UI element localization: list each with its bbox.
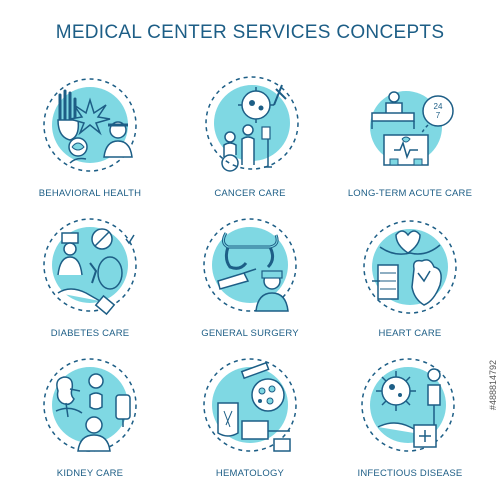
heart-care-icon (363, 220, 457, 314)
concept-label: INFECTIOUS DISEASE (357, 468, 463, 479)
stock-id: #488814792 (488, 360, 498, 411)
long-term-acute-care-icon: 24 7 (370, 91, 454, 166)
concept-card-general-surgery: GENERAL SURGERY (170, 215, 330, 355)
concept-label: KIDNEY CARE (56, 468, 124, 479)
cancer-care-icon (205, 76, 299, 172)
concept-label: GENERAL SURGERY (201, 328, 299, 339)
concept-label: HEMATOLOGY (215, 468, 285, 479)
kidney-care-icon (43, 358, 137, 452)
concept-label: CANCER CARE (214, 188, 286, 199)
concept-card-diabetes-care: DIABETES CARE (10, 215, 170, 355)
concept-card-long-term-acute-care: 24 7 LONG-TERM ACUTE CARE (330, 75, 490, 215)
concept-label: LONG-TERM ACUTE CARE (347, 188, 473, 199)
hematology-icon (203, 358, 297, 452)
concept-card-infectious-disease: INFECTIOUS DISEASE (330, 355, 490, 495)
behavioral-health-icon (43, 78, 137, 172)
concept-card-behavioral-health: BEHAVIORAL HEALTH (10, 75, 170, 215)
svg-text:7: 7 (436, 111, 441, 120)
svg-text:24: 24 (434, 102, 443, 111)
diabetes-care-icon (43, 218, 137, 316)
concept-card-hematology: HEMATOLOGY (170, 355, 330, 495)
general-surgery-icon (203, 218, 297, 312)
page-title: MEDICAL CENTER SERVICES CONCEPTS (55, 22, 445, 43)
concept-label: HEART CARE (378, 328, 442, 339)
concept-card-cancer-care: CANCER CARE (170, 75, 330, 215)
concept-label: BEHAVIORAL HEALTH (38, 188, 142, 199)
concept-label: DIABETES CARE (50, 328, 130, 339)
concept-card-kidney-care: KIDNEY CARE (10, 355, 170, 495)
infectious-disease-icon (361, 358, 455, 452)
concept-card-heart-care: HEART CARE (330, 215, 490, 355)
